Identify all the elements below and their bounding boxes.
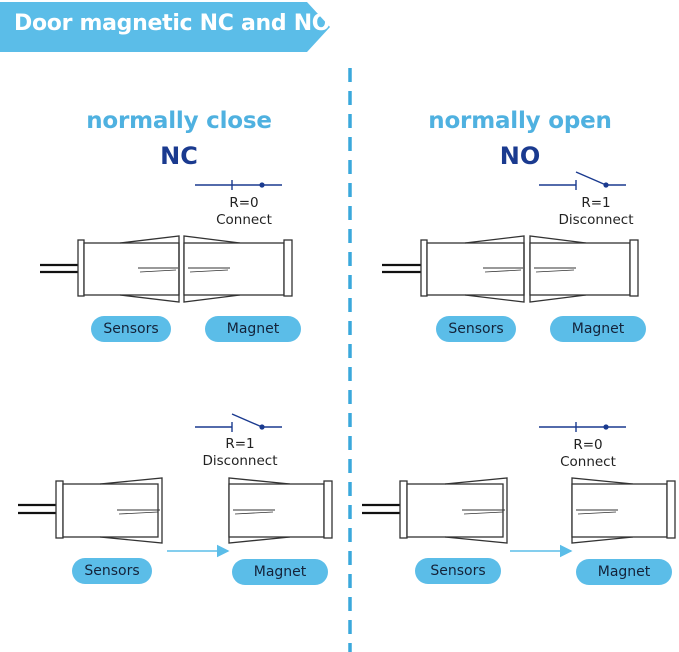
banner-title: Door magnetic NC and NO (14, 11, 331, 36)
no-open-state: R=0 Connect (528, 437, 648, 471)
switch-symbol-no-open (539, 422, 626, 432)
no-closed-sensor-label: Sensors (436, 316, 516, 342)
banner-background (0, 2, 330, 52)
sensor-device-nc-closed (40, 235, 180, 303)
no-mode-title: normally open (428, 108, 612, 134)
no-open-sensor-label: Sensors (415, 558, 501, 584)
nc-closed-resistance: R=0 (229, 195, 259, 211)
no-open-magnet-label: Magnet (576, 559, 672, 585)
no-abbr-title: NO (499, 142, 541, 170)
sensor-device-no-closed (382, 235, 525, 303)
no-closed-state: R=1 Disconnect (536, 195, 656, 229)
nc-open-magnet-label: Magnet (232, 559, 328, 585)
no-open-resistance: R=0 (573, 437, 603, 453)
nc-open-resistance: R=1 (225, 436, 255, 452)
nc-open-sensor-label: Sensors (72, 558, 152, 584)
nc-closed-state: R=0 Connect (184, 195, 304, 229)
nc-closed-sensor-label: Sensors (91, 316, 171, 342)
nc-mode-title: normally close (86, 108, 272, 134)
magnet-device-no-open (571, 477, 676, 544)
magnet-device-no-closed (529, 235, 639, 303)
no-closed-resistance: R=1 (581, 195, 611, 211)
sensor-device-nc-open (18, 477, 163, 544)
nc-closed-magnet-label: Magnet (205, 316, 301, 342)
no-closed-magnet-label: Magnet (550, 316, 646, 342)
switch-symbol-no-closed (539, 171, 626, 190)
sensor-device-no-open (362, 477, 508, 544)
no-closed-status: Disconnect (558, 212, 634, 228)
magnet-device-nc-closed (183, 235, 293, 303)
switch-symbol-nc-closed (195, 180, 282, 190)
nc-abbr-title: NC (160, 142, 198, 170)
nc-open-status: Disconnect (202, 453, 278, 469)
nc-closed-status: Connect (216, 212, 272, 228)
nc-open-state: R=1 Disconnect (180, 436, 300, 470)
magnet-device-nc-open (228, 477, 333, 544)
no-open-status: Connect (560, 454, 616, 470)
switch-symbol-nc-open (195, 413, 282, 432)
